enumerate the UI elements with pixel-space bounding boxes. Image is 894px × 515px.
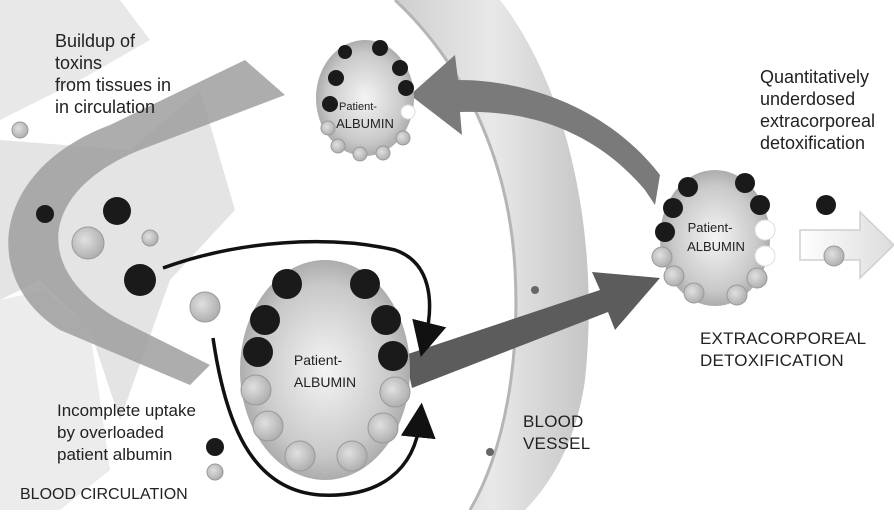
albumin-top: Patient- ALBUMIN	[316, 40, 415, 161]
albumin-top-label-1: Patient-	[339, 101, 377, 113]
free-site	[190, 292, 220, 322]
blood-circulation-label: BLOOD CIRCULATION	[20, 484, 188, 506]
free-site	[72, 227, 104, 259]
free-site	[207, 464, 223, 480]
albumin-right: Patient- ALBUMIN	[652, 170, 775, 306]
free-toxin	[206, 438, 224, 456]
extracorporeal-label: EXTRACORPOREAL DETOXIFICATION	[700, 328, 866, 372]
free-site	[142, 230, 158, 246]
underdosed-label: Quantitatively underdosed extracorporeal…	[760, 66, 875, 154]
free-toxin	[36, 205, 54, 223]
albumin-center: Patient- ALBUMIN	[240, 260, 410, 480]
albumin-right-label-2: ALBUMIN	[687, 239, 745, 254]
free-site	[824, 246, 844, 266]
elimination-arrow	[800, 212, 894, 278]
free-site	[12, 122, 28, 138]
free-toxin	[124, 264, 156, 296]
incomplete-uptake-label: Incomplete uptake by overloaded patient …	[57, 400, 196, 466]
albumin-top-label-2: ALBUMIN	[336, 116, 394, 131]
albumin-center-label-2: ALBUMIN	[294, 374, 356, 390]
albumin-center-label-1: Patient-	[294, 352, 343, 368]
vessel-dot	[486, 448, 494, 456]
albumin-right-label-1: Patient-	[688, 220, 733, 235]
free-toxin	[816, 195, 836, 215]
vessel-dot	[531, 286, 539, 294]
blood-vessel-label: BLOOD VESSEL	[523, 411, 590, 455]
buildup-label: Buildup of toxins from tissues in in cir…	[55, 30, 171, 118]
free-toxin	[103, 197, 131, 225]
